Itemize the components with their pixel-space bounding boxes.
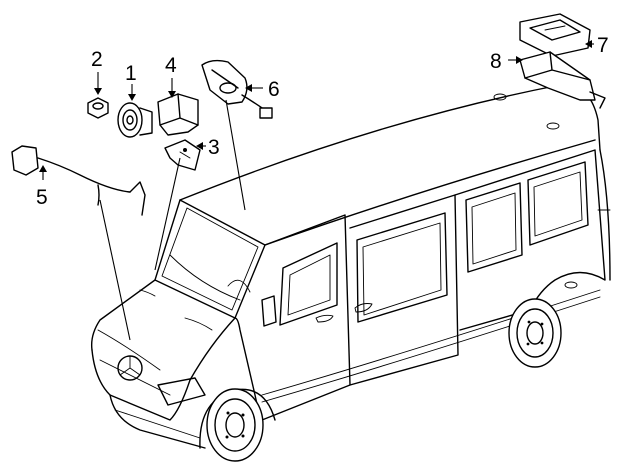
lamp-assembly-part (201, 59, 273, 119)
wiring-harness-part (11, 145, 146, 216)
callout-2: 2 (91, 48, 103, 71)
callout-3: 3 (208, 136, 220, 159)
callout-7: 7 (597, 34, 609, 57)
arrowheads (39, 40, 592, 172)
van-illustration (90, 84, 611, 462)
module-part (157, 93, 199, 136)
callout-8: 8 (490, 50, 502, 73)
lamp-bracket-part (519, 51, 606, 109)
callout-5: 5 (36, 186, 48, 209)
callout-4: 4 (165, 54, 177, 77)
lamp-housing-part (519, 13, 591, 57)
bracket-part (164, 139, 201, 171)
nut-part (87, 97, 109, 119)
callouts: 2 1 4 3 5 6 7 8 (36, 34, 609, 209)
horn-part (117, 102, 153, 138)
callout-6: 6 (268, 78, 280, 101)
callout-1: 1 (125, 62, 137, 85)
